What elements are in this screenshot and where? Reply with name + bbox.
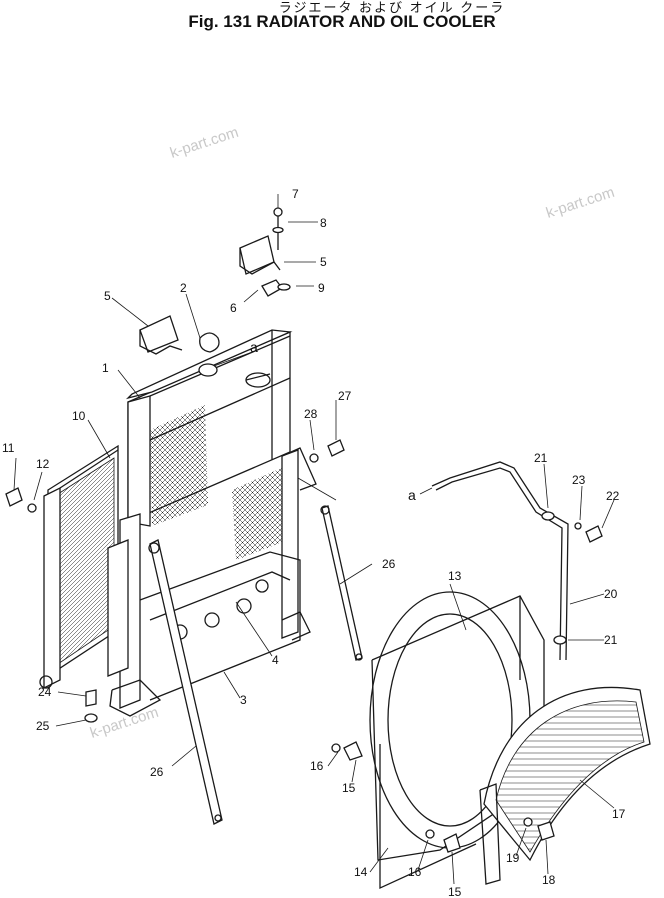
- callout-9: 9: [318, 281, 325, 295]
- callout-28: 28: [304, 407, 318, 421]
- callout-22: 22: [606, 489, 620, 503]
- callout-labels: 1 2 3 4 5 5 6 7 8 9 10 11 12 13 14 15 15…: [2, 187, 626, 898]
- callout-17: 17: [612, 807, 626, 821]
- callout-20: 20: [604, 587, 618, 601]
- callout-19: 19: [506, 851, 520, 865]
- oil-cooler: [39, 444, 119, 690]
- radiator-frame: [107, 447, 317, 717]
- reference-a-pipe: a: [408, 487, 416, 503]
- callout-23: 23: [572, 473, 586, 487]
- fan-guard: [479, 686, 651, 885]
- watermark-bottom-left: k-part.com: [88, 704, 161, 742]
- callout-4: 4: [272, 653, 279, 667]
- callout-18: 18: [542, 873, 556, 887]
- callout-8: 8: [320, 216, 327, 230]
- callout-6: 6: [230, 301, 237, 315]
- callout-26-right: 26: [382, 557, 396, 571]
- callout-5-right: 5: [320, 255, 327, 269]
- callout-7: 7: [292, 187, 299, 201]
- callout-21-upper: 21: [534, 451, 548, 465]
- callout-24: 24: [38, 685, 52, 699]
- callout-12: 12: [36, 457, 50, 471]
- bracket-right: [239, 235, 283, 297]
- watermark-top: k-part.com: [168, 124, 241, 162]
- leader-lines: [13, 194, 615, 885]
- callout-25: 25: [36, 719, 50, 733]
- watermark-right: k-part.com: [544, 184, 617, 222]
- callout-1: 1: [102, 361, 109, 375]
- figure-title: Fig. 131 RADIATOR AND OIL COOLER: [188, 12, 496, 31]
- callout-13: 13: [448, 569, 462, 583]
- hardware: [5, 207, 345, 723]
- callout-21-lower: 21: [604, 633, 618, 647]
- callout-26-lower: 26: [150, 765, 164, 779]
- callout-15-upper: 15: [342, 781, 356, 795]
- callout-16-upper: 16: [310, 759, 324, 773]
- reference-a-radiator: a: [250, 339, 258, 355]
- callout-2: 2: [180, 281, 187, 295]
- title-japanese: ラジエータ および オイル クーラ: [278, 0, 506, 15]
- callout-14: 14: [354, 865, 368, 879]
- radiator-core: [125, 329, 293, 560]
- callout-5-left: 5: [104, 289, 111, 303]
- callout-3: 3: [240, 693, 247, 707]
- callout-10: 10: [72, 409, 86, 423]
- bracket-left: [139, 315, 183, 355]
- callout-27: 27: [338, 389, 352, 403]
- oil-pipe: [331, 461, 603, 853]
- callout-15-lower: 15: [448, 885, 462, 898]
- callout-11: 11: [2, 441, 15, 455]
- callout-16-lower: 16: [408, 865, 422, 879]
